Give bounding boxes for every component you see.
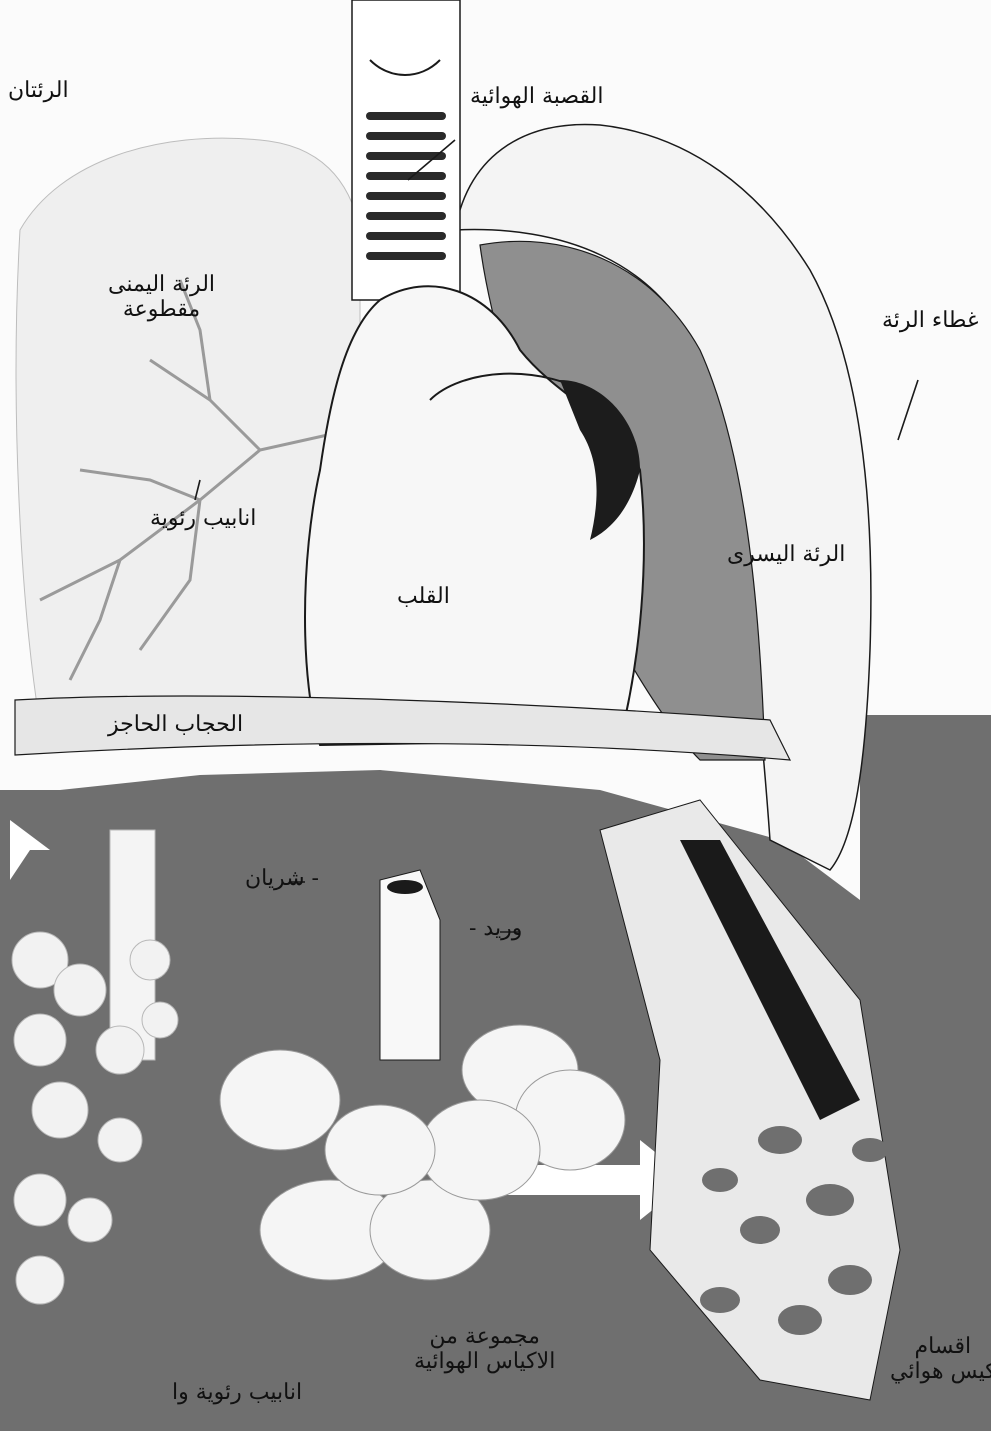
- label-air-sac-sections-line2: كيس هوائي: [890, 1359, 991, 1384]
- label-air-sacs-group-line1: مجموعة من: [414, 1324, 555, 1349]
- label-bronchial-tubes: انابيب رئوية: [150, 506, 256, 531]
- label-diaphragm: الحجاب الحاجز: [108, 712, 243, 737]
- label-heart: القلب: [397, 584, 450, 609]
- label-right-lung-cut-line2: مقطوعة: [108, 297, 215, 322]
- label-lung-cover: غطاء الرئة: [882, 308, 978, 333]
- label-right-lung-cut-line1: الرئة اليمنى: [108, 272, 215, 297]
- label-bronchial-tubes-and: انابيب رئوية وا: [172, 1380, 302, 1405]
- label-air-sac-sections: اقسام كيس هوائي: [890, 1334, 991, 1385]
- label-vein: وريد -: [469, 916, 522, 941]
- label-lungs: الرئتان: [8, 78, 69, 103]
- label-air-sacs-group-line2: الاكياس الهوائية: [414, 1349, 555, 1374]
- label-air-sacs-group: مجموعة من الاكياس الهوائية: [414, 1324, 555, 1375]
- lung-cover-leader: [898, 380, 918, 440]
- label-right-lung-cut: الرئة اليمنى مقطوعة: [108, 272, 215, 323]
- label-air-sac-sections-line1: اقسام: [890, 1334, 991, 1359]
- label-trachea: القصبة الهوائية: [470, 84, 603, 109]
- label-left-lung: الرئة اليسرى: [727, 542, 845, 567]
- label-artery: - شريان: [245, 866, 319, 891]
